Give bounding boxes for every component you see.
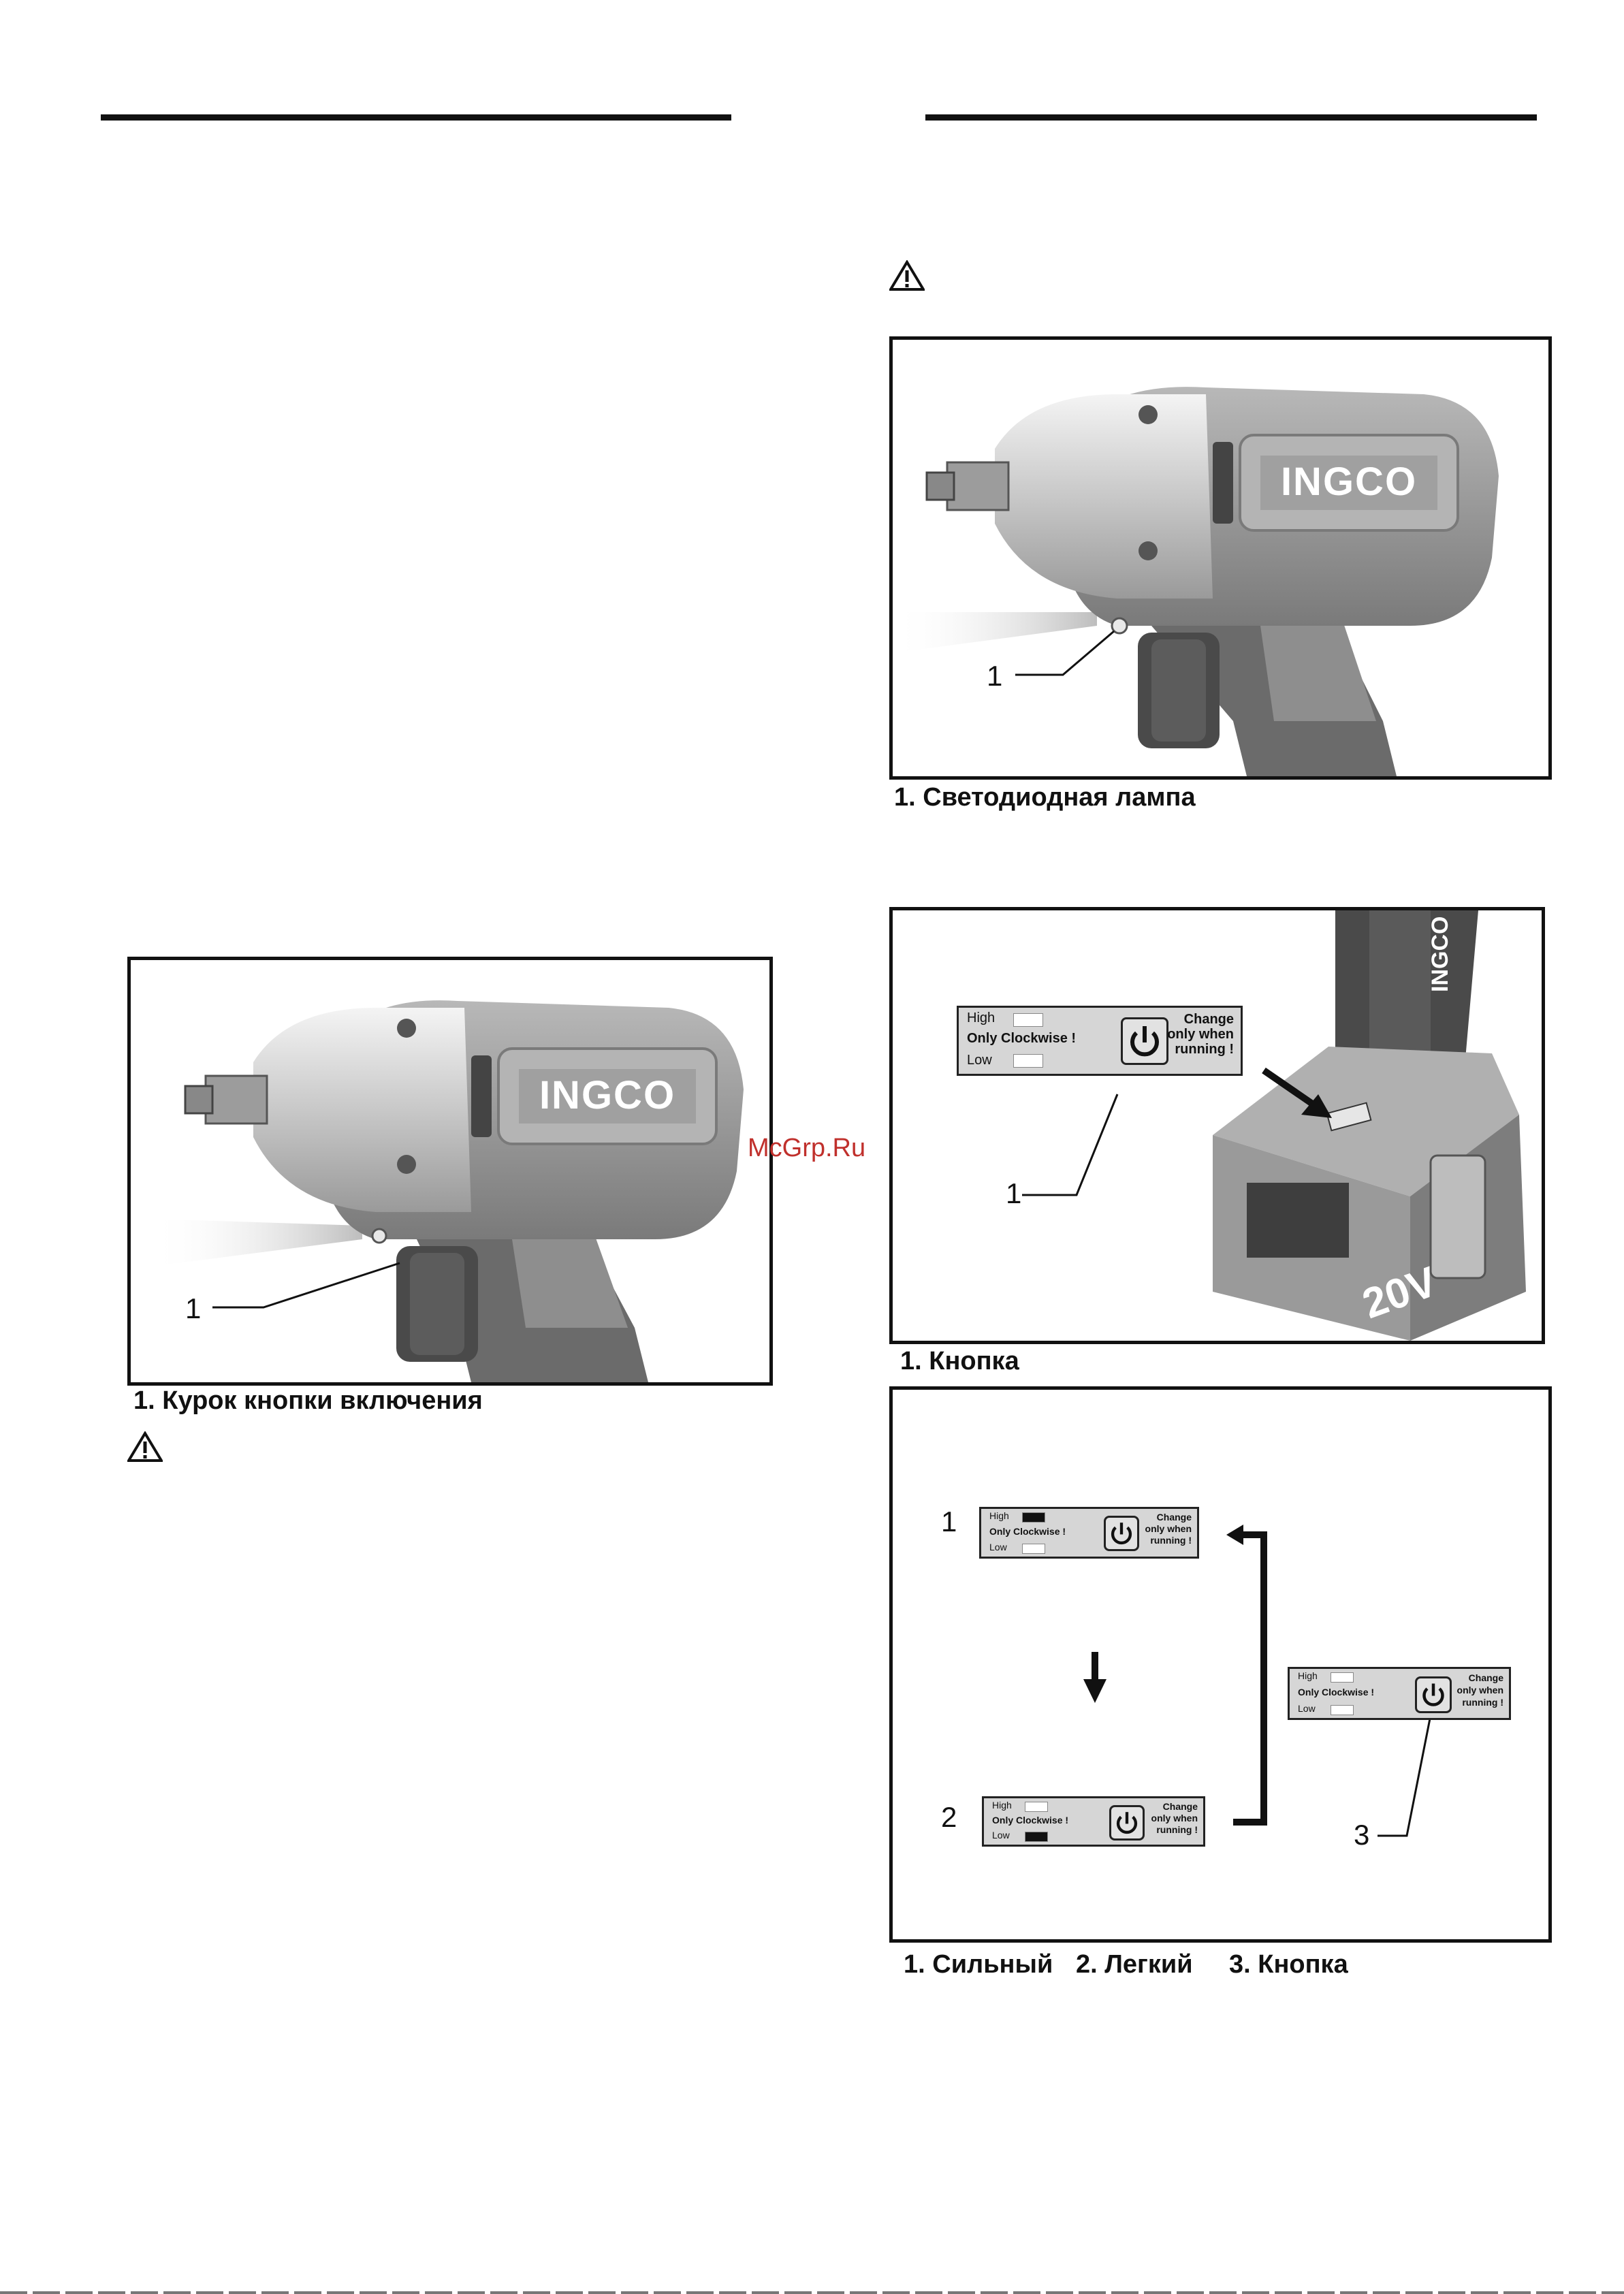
brand-logo: INGCO [539,1073,675,1117]
label-change-2: only when [1167,1027,1234,1042]
svg-text:INGCO: INGCO [1427,917,1453,992]
label-high: High [1298,1670,1318,1681]
figure-led-caption: 1. Светодиодная лампа [894,783,1196,812]
low-indicator-off [1331,1705,1354,1715]
power-icon [1130,1026,1159,1057]
label-change-1: Change [1183,1012,1234,1027]
mode-label-enlarged: High Only Clockwise ! Low Change only wh… [957,1006,1243,1076]
figure-modes-caption-3: 3. Кнопка [1229,1950,1348,1979]
left-header-rule [101,114,731,121]
figure-modes-caption-2: 2. Легкий [1076,1950,1193,1979]
right-header-rule [925,114,1537,121]
label-change-3: running ! [1462,1697,1503,1708]
mode-label-low: High Only Clockwise ! Low Change only wh… [982,1796,1205,1847]
label-change-1: Change [1162,1801,1198,1812]
figure-button: INGCO 20V High Only Clockwise ! Low C [889,907,1545,1344]
page-bottom-edge [0,2291,1624,2294]
label-high: High [967,1010,996,1025]
low-indicator-on [1025,1832,1048,1842]
callout-1: 1 [1006,1177,1022,1209]
power-icon [1111,1523,1132,1545]
label-low: Low [989,1542,1007,1552]
label-change-2: only when [1456,1685,1503,1695]
label-change-2: only when [1151,1813,1198,1823]
low-indicator [1013,1054,1043,1068]
warning-icon [127,1431,163,1462]
mode-button[interactable] [1109,1805,1145,1841]
mode-label-high: High Only Clockwise ! Low Change only wh… [979,1507,1199,1559]
high-indicator-on [1022,1512,1045,1523]
figure-button-caption: 1. Кнопка [900,1347,1019,1375]
label-change-3: running ! [1156,1824,1198,1835]
callout-1: 1 [941,1506,957,1538]
high-indicator-off [1331,1672,1354,1683]
watermark: McGrp.Ru [748,1134,866,1162]
figure-led-lamp: INGCO 1 [889,336,1552,780]
callout-3: 3 [1354,1819,1370,1851]
label-change-3: running ! [1175,1042,1234,1057]
mode-label-button: High Only Clockwise ! Low Change only wh… [1288,1667,1511,1720]
figure-modes-caption-1: 1. Сильный [904,1950,1053,1979]
label-change-2: only when [1145,1523,1192,1534]
mode-cycle-arrows [1083,1525,1432,1837]
low-indicator-off [1022,1544,1045,1554]
label-low: Low [1298,1703,1316,1714]
callout-1: 1 [987,660,1003,692]
high-indicator [1013,1013,1043,1027]
warning-icon [889,260,925,291]
impact-wrench-image: INGCO [151,1000,744,1382]
figure-trigger: INGCO 1 [127,957,773,1386]
figure-trigger-caption: 1. Курок кнопки включения [133,1386,483,1415]
label-low: Low [967,1053,992,1068]
brand-logo: INGCO [1281,460,1417,504]
mode-button[interactable] [1121,1017,1168,1065]
callout-1: 1 [185,1292,202,1324]
label-low: Low [992,1830,1010,1841]
impact-wrench-image: INGCO [893,387,1499,776]
label-clockwise: Only Clockwise ! [1298,1687,1375,1698]
tool-base-image: INGCO 20V [1022,910,1526,1341]
mode-button[interactable] [1415,1676,1452,1713]
label-change-3: running ! [1150,1535,1192,1546]
label-high: High [989,1510,1009,1521]
label-high: High [992,1800,1012,1811]
mode-button[interactable] [1104,1516,1139,1551]
high-indicator-off [1025,1802,1048,1812]
label-clockwise: Only Clockwise ! [989,1526,1066,1537]
callout-2: 2 [941,1801,957,1833]
figure-modes: High Only Clockwise ! Low Change only wh… [889,1386,1552,1943]
label-clockwise: Only Clockwise ! [992,1815,1069,1826]
power-icon [1116,1812,1138,1834]
label-change-1: Change [1156,1512,1192,1523]
power-icon [1422,1683,1444,1706]
label-clockwise: Only Clockwise ! [967,1031,1077,1046]
label-change-1: Change [1468,1672,1503,1683]
